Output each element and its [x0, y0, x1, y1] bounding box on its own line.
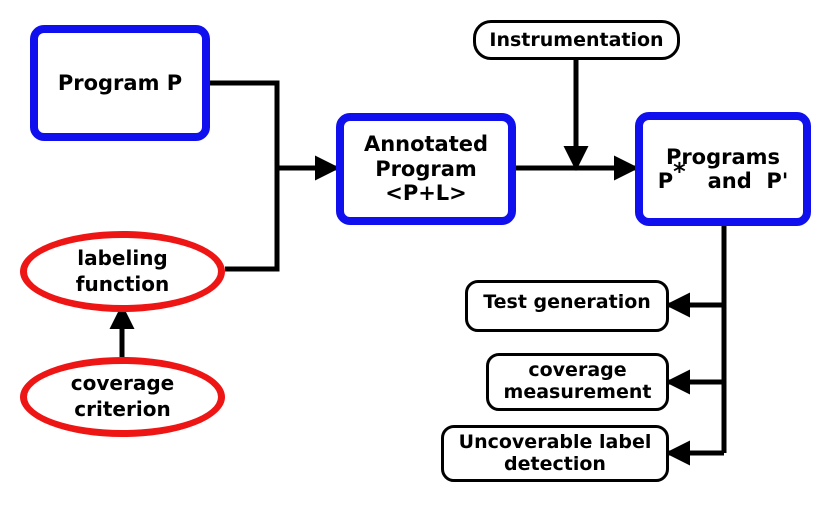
programs-box: Programs P* and P': [635, 112, 811, 226]
programs-pprime: P': [766, 169, 789, 193]
programs-and: and: [707, 169, 752, 193]
coverage-measurement-line2: measurement: [503, 381, 652, 403]
coverage-criterion-ellipse: coverage criterion: [20, 357, 225, 437]
annotated-program-box: Annotated Program <P+L>: [336, 113, 516, 225]
annotated-program-line1: Annotated: [363, 131, 489, 156]
test-generation-label: Test generation: [483, 291, 651, 313]
connector-program-to-junction: [210, 80, 280, 168]
annotated-program-line3: <P+L>: [385, 181, 467, 206]
coverage-measurement-line1: coverage: [528, 359, 627, 382]
connector-labeling-to-junction: [225, 168, 280, 272]
uncoverable-detection-line1: Uncoverable label: [458, 430, 652, 453]
instrumentation-box: Instrumentation: [473, 20, 680, 60]
programs-p: P: [657, 169, 674, 193]
uncoverable-detection-line2: detection: [504, 452, 606, 475]
coverage-criterion-line2: criterion: [74, 397, 171, 421]
uncoverable-detection-box: Uncoverable label detection: [441, 425, 669, 482]
programs-line2: P* and P': [657, 160, 789, 193]
program-p-label: Program P: [57, 71, 183, 95]
programs-star: *: [673, 157, 686, 186]
coverage-criterion-line1: coverage: [70, 371, 175, 396]
programs-line1: Programs: [665, 144, 781, 169]
coverage-measurement-box: coverage measurement: [486, 353, 669, 411]
labeling-function-ellipse: labeling function: [20, 231, 225, 312]
program-p-box: Program P: [30, 25, 210, 141]
test-generation-box: Test generation: [465, 280, 669, 332]
labeling-function-line2: function: [75, 271, 170, 296]
annotated-program-line2: Program: [375, 156, 477, 181]
instrumentation-label: Instrumentation: [489, 29, 664, 51]
labeling-function-line1: labeling: [77, 245, 168, 270]
